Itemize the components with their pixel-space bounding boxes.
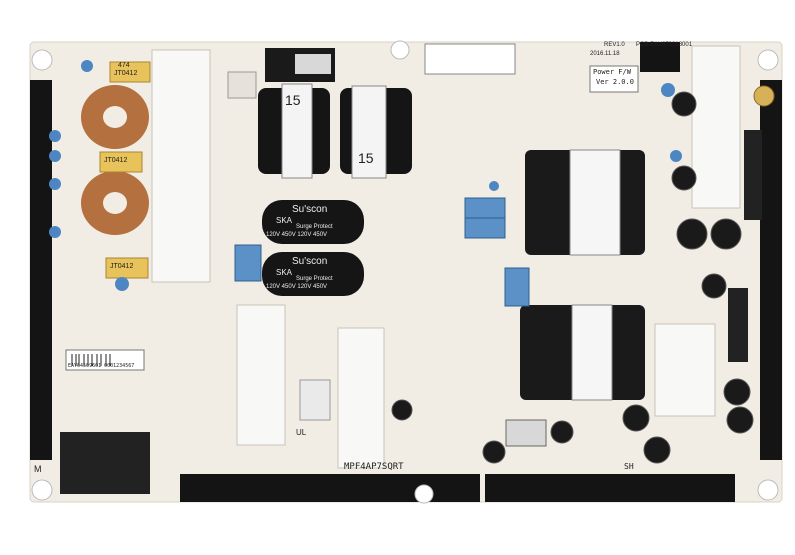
- bottom-code-a: MPF4AP7SQRT: [344, 462, 404, 472]
- disk-cap-3: [49, 178, 61, 190]
- fw-label-line2: Ver 2.0.0: [596, 78, 634, 86]
- cap-2-desc: Surge Protect: [296, 276, 333, 282]
- cap-r12: [391, 399, 413, 421]
- cap-r11: [671, 165, 697, 191]
- cap-r5: [726, 406, 754, 434]
- barcode-text: EAY64509601 0001234567: [68, 363, 135, 369]
- heatsink-mid: [337, 327, 385, 469]
- fuse-label-1: 474: [118, 62, 130, 69]
- heatsink-lower-right: [654, 323, 716, 417]
- pcb-code-text: PCB EAX673218001: [636, 42, 693, 48]
- mount-hole-bl: [31, 479, 53, 501]
- ul-mark: UL: [296, 428, 307, 437]
- cap-2-brand: Su'scon: [292, 256, 328, 267]
- heatsink-left-top: [151, 49, 211, 283]
- bottom-black-strip-2: [485, 474, 735, 502]
- bridge-rectifier: [505, 419, 547, 447]
- x-capacitor-1: [234, 244, 262, 282]
- left-black-strip: [30, 80, 52, 460]
- cap-r9: [550, 420, 574, 444]
- mount-hole-top: [390, 40, 410, 60]
- gold-cap: [753, 85, 775, 107]
- disk-cap-8: [489, 181, 499, 191]
- bottom-black-strip-1: [180, 474, 480, 502]
- cap-r2: [710, 218, 742, 250]
- connector-right-top: [744, 130, 762, 220]
- cap-r1: [676, 218, 708, 250]
- fuse-label-4: JT0412: [110, 263, 134, 270]
- bulk-capacitor-2: [262, 252, 364, 296]
- top-black-strip: [640, 42, 680, 72]
- cap-r8: [482, 440, 506, 464]
- cap-r6: [622, 404, 650, 432]
- small-relay: [227, 71, 257, 99]
- disk-cap-5: [81, 60, 93, 72]
- x-capacitor-4: [504, 267, 530, 307]
- white-coil: [299, 379, 331, 421]
- connector-right-mid: [728, 288, 748, 362]
- cap-r7: [643, 436, 671, 464]
- rev-text: REV1.0: [604, 42, 625, 48]
- fuse-block-2: [99, 151, 143, 173]
- transformer-2-label: 15: [358, 150, 374, 166]
- bottom-code-b: SH: [624, 462, 634, 471]
- mount-hole-bottom: [414, 484, 434, 504]
- date-code-text: 2016.11.18: [590, 51, 620, 57]
- cap-1-rating: 120V 450V 120V 450V: [266, 232, 328, 238]
- barcode-label: [65, 349, 145, 371]
- mount-hole-br: [757, 479, 779, 501]
- heatsink-right: [691, 45, 741, 209]
- mount-hole-tr: [757, 49, 779, 71]
- transformer-1-label: 15: [285, 92, 301, 108]
- spec-table: [424, 43, 516, 75]
- relay-label: [295, 54, 331, 74]
- mount-hole-tl: [31, 49, 53, 71]
- disk-cap-9: [115, 277, 129, 291]
- right-black-strip: [760, 80, 782, 460]
- disk-cap-6: [661, 83, 675, 97]
- x-capacitor-3: [464, 217, 506, 239]
- fuse-label-3: JT0412: [104, 157, 128, 164]
- fuse-label-2: JT0412: [114, 70, 138, 77]
- x-capacitor-2: [464, 197, 506, 221]
- bulk-capacitor-1: [262, 200, 364, 244]
- cap-2-rating: 120V 450V 120V 450V: [266, 284, 328, 290]
- fuse-block-1: [109, 61, 151, 83]
- cap-1-series: SKA: [276, 216, 293, 225]
- cap-2-series: SKA: [276, 268, 293, 277]
- cap-r3: [701, 273, 727, 299]
- disk-cap-4: [49, 226, 61, 238]
- disk-cap-7: [670, 150, 682, 162]
- disk-cap-2: [49, 150, 61, 162]
- disk-cap-1: [49, 130, 61, 142]
- ac-input-connector: [60, 432, 150, 494]
- cap-1-brand: Su'scon: [292, 204, 328, 215]
- fw-label: [589, 65, 639, 93]
- cap-r4: [723, 378, 751, 406]
- fw-label-line1: Power F/W: [593, 68, 631, 76]
- left-bottom-letter: M: [34, 464, 42, 474]
- heatsink-mid-left: [236, 304, 286, 446]
- fuse-block-3: [105, 257, 149, 279]
- cap-1-desc: Surge Protect: [296, 224, 333, 230]
- cap-r10: [671, 91, 697, 117]
